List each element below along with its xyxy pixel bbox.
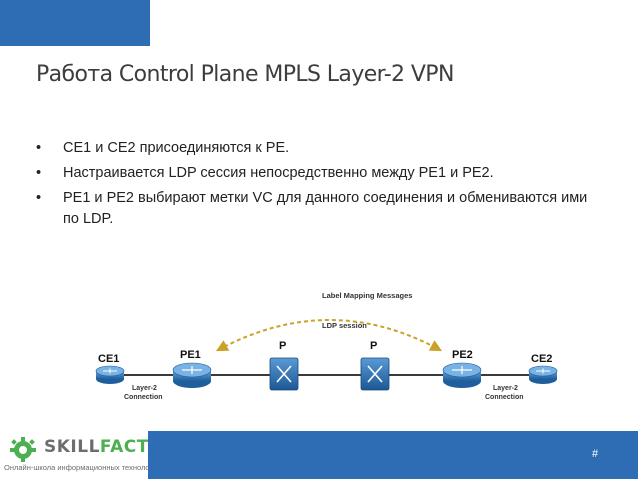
- footer: SKILLFACTORY Онлайн-школа информационных…: [0, 431, 638, 479]
- mpls-diagram: Label Mapping Messages LDP session CE1 P…: [95, 291, 558, 401]
- connection-label-right-line2: Connection: [485, 394, 524, 401]
- brand-tagline: Онлайн-школа информационных технологий: [4, 463, 161, 472]
- brand-name-part1: SKILL: [44, 437, 100, 457]
- footer-bar: #: [148, 431, 638, 479]
- node-label-p1: P: [279, 340, 286, 352]
- brand-block: SKILLFACTORY Онлайн-школа информационных…: [0, 431, 189, 479]
- label-mapping-label: Label Mapping Messages: [322, 291, 412, 300]
- bullet-text: CE1 и CE2 присоединяются к PE.: [63, 140, 290, 156]
- slide-title: Работа Control Plane MPLS Layer-2 VPN: [36, 62, 454, 87]
- connection-label-left-line1: Layer-2: [132, 385, 157, 392]
- page-number: #: [592, 448, 599, 460]
- skillfactory-logo-icon: [10, 437, 36, 462]
- node-label-ce1: CE1: [98, 353, 119, 365]
- ce2-router-icon: [528, 365, 558, 384]
- pe2-router-icon: [442, 362, 482, 388]
- connection-label-right-line1: Layer-2: [493, 385, 518, 392]
- ldp-session-label: LDP session: [322, 321, 367, 330]
- bullet-marker: •: [36, 140, 42, 156]
- bullet-text: Настраивается LDP сессия непосредственно…: [63, 165, 494, 181]
- node-label-p2: P: [370, 340, 377, 352]
- bullet-item: • PE1 и PE2 выбирают метки VC для данног…: [36, 188, 596, 230]
- bullet-item: • Настраивается LDP сессия непосредствен…: [36, 163, 596, 184]
- ldp-session-arrow: [215, 319, 443, 352]
- bullet-text: PE1 и PE2 выбирают метки VC для данного …: [63, 190, 588, 227]
- top-accent-bar: [0, 0, 150, 46]
- connection-label-left-line2: Connection: [124, 394, 163, 401]
- pe1-router-icon: [172, 362, 212, 388]
- node-label-pe2: PE2: [452, 349, 473, 361]
- node-label-ce2: CE2: [531, 353, 552, 365]
- p2-switch-icon: [360, 357, 390, 391]
- p1-switch-icon: [269, 357, 299, 391]
- bullet-item: • CE1 и CE2 присоединяются к PE.: [36, 138, 596, 159]
- bullet-marker: •: [36, 190, 42, 206]
- node-label-pe1: PE1: [180, 349, 201, 361]
- ce1-router-icon: [95, 365, 125, 384]
- bullet-list: • CE1 и CE2 присоединяются к PE. • Настр…: [36, 138, 596, 234]
- bullet-marker: •: [36, 165, 42, 181]
